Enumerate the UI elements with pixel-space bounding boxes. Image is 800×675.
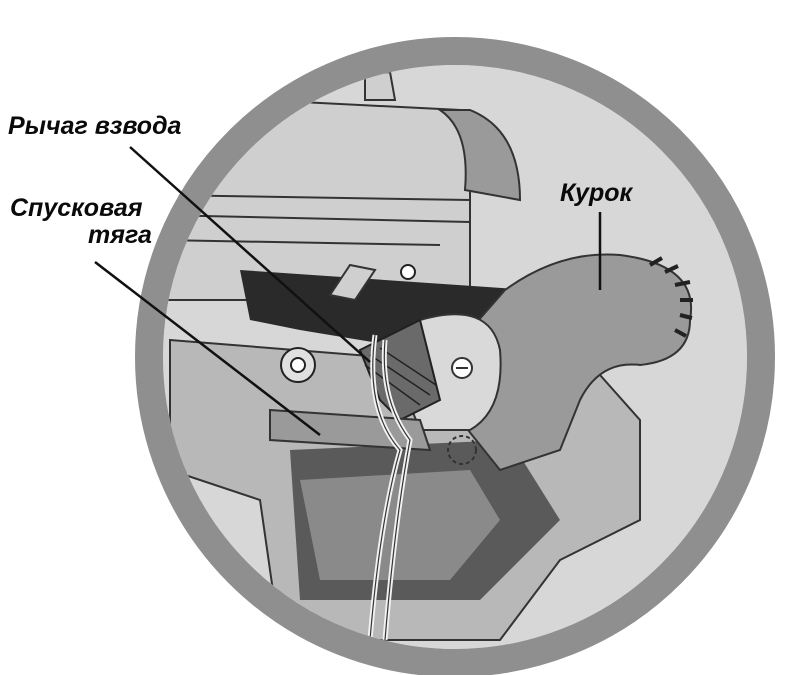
label-cocking-lever: Рычаг взвода	[8, 113, 181, 140]
label-trigger-rod: Спусковая тяга	[10, 195, 152, 249]
label-trigger-rod-line2: тяга	[10, 222, 152, 249]
upper-pin	[401, 265, 415, 279]
pivot-screw-center	[291, 358, 305, 372]
label-trigger-rod-line1: Спусковая	[10, 195, 152, 222]
label-hammer: Курок	[560, 180, 632, 207]
